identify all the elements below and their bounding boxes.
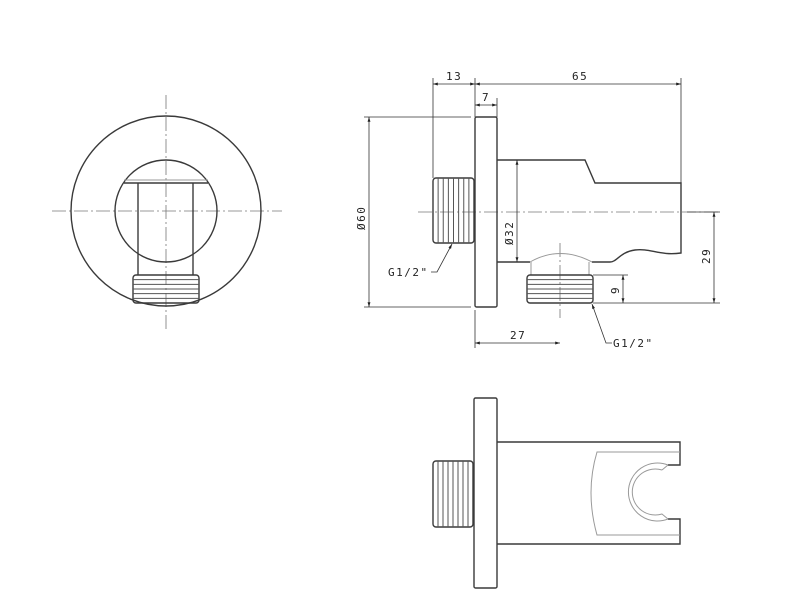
outlet-dome xyxy=(529,253,593,263)
dim-body-diameter: Ø32 xyxy=(503,221,516,245)
dim-outlet-offset: 27 xyxy=(510,329,526,342)
bottom-body xyxy=(497,441,681,545)
flange-outline xyxy=(70,115,262,307)
dimension-lines xyxy=(364,78,720,348)
inlet-thread-callout: G1/2" xyxy=(388,266,429,279)
holder-cradle-outer xyxy=(627,462,669,522)
inlet-thread xyxy=(432,177,475,244)
bottom-inlet-thread xyxy=(432,460,474,528)
dim-flange-thickness: 7 xyxy=(482,91,490,104)
side-view: 13 65 7 Ø60 Ø32 29 9 27 G1/2" G1/2" xyxy=(355,70,720,350)
front-view xyxy=(52,95,282,330)
bottom-flange xyxy=(473,397,498,589)
outlet-thread xyxy=(526,274,594,304)
bottom-view xyxy=(432,397,681,589)
outlet-thread-callout: G1/2" xyxy=(613,337,654,350)
body xyxy=(497,159,682,263)
flange xyxy=(474,116,498,308)
dim-total-length: 65 xyxy=(572,70,588,83)
dim-outlet-height: 29 xyxy=(700,248,713,264)
body-outline xyxy=(114,159,218,263)
dim-outlet-thread-length: 9 xyxy=(609,286,622,294)
front-outlet-thread xyxy=(132,274,200,304)
holder-cradle-inner xyxy=(631,464,669,520)
dim-thread-length: 13 xyxy=(446,70,462,83)
holder-outline xyxy=(590,451,680,536)
dim-flange-diameter: Ø60 xyxy=(355,206,368,230)
